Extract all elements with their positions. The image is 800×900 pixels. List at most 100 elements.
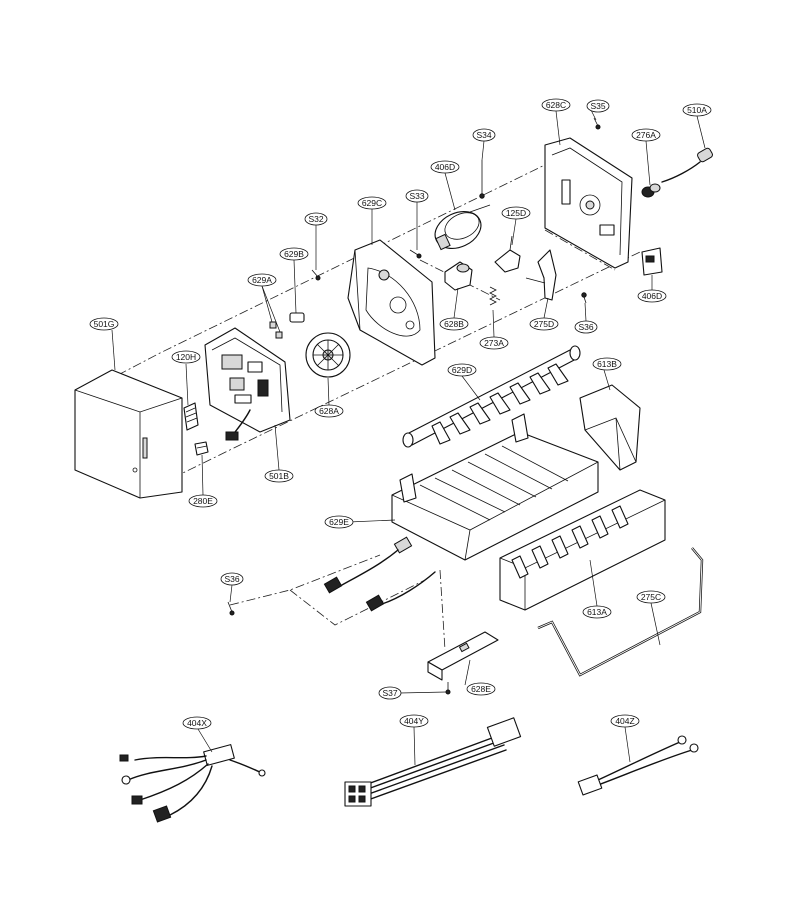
label-S34-text: S34 [476,130,491,140]
part-629B [289,312,305,323]
screw-S36-left [227,601,235,616]
label-S32: S32 [304,212,328,226]
label-628E-text: 628E [471,684,491,694]
harness-404Z [577,735,699,796]
label-510A: 510A [682,103,712,117]
label-S37-text: S37 [382,688,397,698]
part-125D [494,235,521,273]
label-S36-left: S36 [220,572,244,586]
ejector-fingers [431,363,569,445]
tray-629E [323,413,599,612]
label-120H-text: 120H [176,352,196,362]
label-629C-text: 629C [362,198,382,208]
label-404Z-text: 404Z [615,716,634,726]
label-125D-text: 125D [506,208,526,218]
label-275D-text: 275D [534,319,554,329]
label-613A: 613A [582,605,612,619]
screw-S37 [445,682,451,695]
part-613A [499,489,666,611]
label-280E-text: 280E [193,496,213,506]
label-276A: 276A [631,128,661,142]
label-629D-text: 629D [452,365,472,375]
label-629E-text: 629E [329,517,349,527]
screw-S35 [593,117,601,130]
lever-275D [525,249,557,301]
screw-S34 [479,160,485,199]
label-406D-right-text: 406D [642,291,662,301]
motor-406D [434,204,491,251]
label-125D: 125D [501,206,531,220]
label-628B: 628B [439,317,469,331]
label-275D: 275D [529,317,559,331]
label-S36-top-text: S36 [578,322,593,332]
label-613B-text: 613B [597,359,617,369]
label-628A: 628A [314,404,344,418]
label-629A: 629A [247,273,277,287]
label-628B-text: 628B [444,319,464,329]
label-S35-text: S35 [590,101,605,111]
label-276A-text: 276A [636,130,656,140]
label-S37: S37 [378,686,402,700]
label-S36-left-text: S36 [224,574,239,584]
arm-275C [537,547,704,677]
label-275C-text: 275C [641,592,661,602]
label-406D-top-text: 406D [435,162,455,172]
label-S33: S33 [405,189,429,203]
label-406D-top: 406D [430,160,460,174]
label-273A: 273A [479,336,509,350]
screw-S32 [311,269,321,281]
ejector-629D [402,345,581,448]
label-501G-text: 501G [94,319,115,329]
label-406D-right: 406D [637,289,667,303]
label-628A-text: 628A [319,406,339,416]
harness-404X [119,744,266,823]
label-613A-text: 613A [587,607,607,617]
label-629B-text: 629B [284,249,304,259]
part-280E [194,441,209,456]
label-404X-text: 404X [187,718,207,728]
label-628C: 628C [541,98,571,112]
613A-fingers [511,505,629,579]
label-404Y: 404Y [399,714,429,728]
label-613B: 613B [592,357,622,371]
label-S33-text: S33 [409,191,424,201]
label-273A-text: 273A [484,338,504,348]
housing-629C [347,239,436,366]
part-613B [579,384,641,471]
housing-628C [544,137,633,269]
label-275C: 275C [636,590,666,604]
gear-628A [305,332,351,378]
cam-628B [444,261,473,291]
label-S36-top: S36 [574,320,598,334]
switch-406D [641,247,663,276]
part-276A [641,183,661,198]
board-501B [204,327,291,441]
label-629E: 629E [324,515,354,529]
label-S34: S34 [472,128,496,142]
screw-S33 [409,249,422,259]
label-120H: 120H [171,350,201,364]
label-404Y-text: 404Y [404,716,424,726]
label-629C: 629C [357,196,387,210]
label-510A-text: 510A [687,105,707,115]
leader-lines [111,105,706,766]
label-628E: 628E [466,682,496,696]
label-280E: 280E [188,494,218,508]
cover-501G [74,369,183,499]
label-629D: 629D [447,363,477,377]
harness-404Y [344,717,522,807]
label-S32-text: S32 [308,214,323,224]
part-628E [427,631,499,681]
label-629A-text: 629A [252,275,272,285]
sensor-510A [661,147,713,183]
label-S35: S35 [586,99,610,113]
tray-dividers [419,445,569,521]
spring-273A [489,286,497,306]
label-404X: 404X [182,716,212,730]
label-628C-text: 628C [546,100,566,110]
screw-S36-top [581,292,587,304]
label-501B-text: 501B [269,471,289,481]
part-629A [269,321,283,339]
part-120H [183,402,199,431]
